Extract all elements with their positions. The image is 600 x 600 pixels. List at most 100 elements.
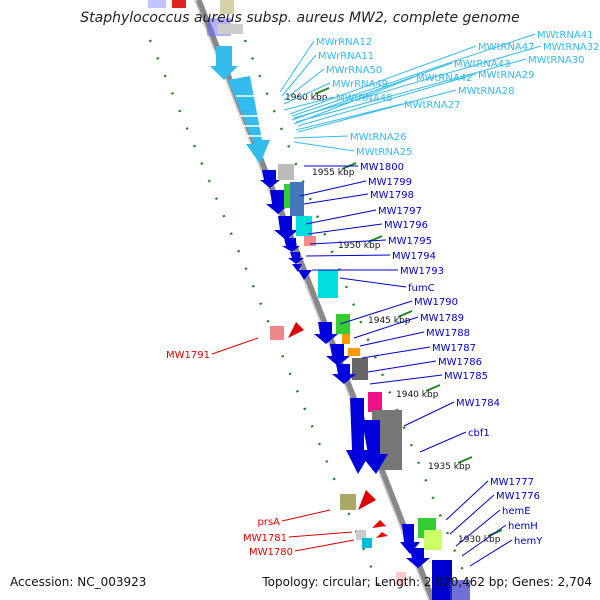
red-arrow-1791 (288, 322, 304, 338)
gene-label-mw1787: MW1787 (432, 343, 476, 354)
gray-box-small (356, 530, 366, 540)
topology-text: Topology: circular; Length: 2,820,462 bp… (262, 575, 592, 589)
trna-label-mwrrna12: MWrRNA12 (316, 37, 372, 48)
pink-box-bottom (396, 572, 406, 586)
gene-arrow-1786 (332, 364, 356, 384)
trna-leader-mwtrna30 (295, 58, 527, 123)
red-gene-leader-mw1791 (211, 337, 259, 355)
top-feature-olive (220, 0, 234, 14)
trna-leader-mwrrna12 (279, 40, 315, 93)
trna-label-mwtrna29: MWtRNA29 (478, 70, 534, 81)
gene-label-mw1793: MW1793 (400, 266, 444, 277)
gene-leader-hemh (461, 524, 507, 557)
red-gene-leader-prsa (281, 509, 331, 522)
kbp-tick-label-1935-kbp: 1935 kbp (428, 462, 471, 472)
leader-line-layer (211, 33, 542, 567)
trna-leader-mwtrna41 (291, 33, 536, 117)
gene-label-mw1794: MW1794 (392, 251, 436, 262)
gene-leader-fumc (339, 277, 407, 288)
gene-box-cyan-2 (318, 270, 338, 298)
trna-label-mwtrna26: MWtRNA26 (350, 132, 406, 143)
trna-label-mwtrna42: MWtRNA42 (416, 73, 472, 84)
kbp-tick-mark-1945-kbp (397, 310, 413, 318)
gene-label-mw1777: MW1777 (490, 477, 534, 488)
gene-box-cyan-1 (296, 216, 312, 236)
gene-leader-mw1795 (309, 239, 387, 245)
gene-label-mw1776: MW1776 (496, 491, 540, 502)
gene-leader-mw1794 (305, 254, 391, 257)
red-feature-group (270, 322, 406, 586)
trna-leader-mwtrna28 (297, 89, 457, 133)
kbp-tick-mark-1940-kbp (425, 384, 441, 392)
trna-leader-mwrrna50 (283, 68, 325, 101)
trna-label-mwtrna32: MWtRNA32 (543, 42, 599, 53)
trna-label-mwrrna49: MWrRNA49 (332, 79, 388, 90)
trna-label-mwtrna25: MWtRNA25 (356, 147, 412, 158)
gene-label-mw1798: MW1798 (370, 190, 414, 201)
map-title: Staphylococcus aureus subsp. aureus MW2,… (80, 10, 520, 26)
gene-label-mw1797: MW1797 (378, 206, 422, 217)
top-feature-red (172, 0, 186, 8)
trna-leader-mwrrna11 (281, 54, 317, 97)
trna-label-mwtrna41: MWtRNA41 (537, 30, 593, 41)
gene-arrow-1800 (260, 170, 280, 188)
gene-leader-mw1784 (403, 401, 455, 427)
trna-leader-mwtrna47 (289, 45, 477, 115)
gene-leader-mw1785 (369, 374, 443, 385)
trna-label-mwtrna43: MWtRNA43 (454, 59, 510, 70)
trna-leader-mwtrna27 (295, 103, 403, 131)
gene-arrow-1777 (400, 524, 420, 554)
trna-leader-mwrrna49 (283, 82, 331, 105)
feature-label-layer: MWrRNA12MWrRNA11MWrRNA50MWrRNA49MWtRNA48… (166, 30, 599, 558)
gene-arrow-1797 (274, 216, 298, 240)
gene-label-hemy: hemY (514, 536, 543, 547)
gene-box-magenta (368, 392, 382, 412)
trna-leader-mwtrna29 (297, 73, 477, 127)
gene-label-mw1789: MW1789 (420, 313, 464, 324)
gene-label-mw1799: MW1799 (368, 177, 412, 188)
red-arrow-1781 (372, 520, 386, 528)
gene-label-cbf1: cbf1 (468, 428, 490, 439)
gene-label-mw1785: MW1785 (444, 371, 488, 382)
gene-label-heme: hemE (502, 506, 531, 517)
cyan-box-small (362, 538, 372, 548)
gene-arrow-fumc (314, 322, 338, 344)
gene-arrow-1795 (288, 252, 304, 264)
red-gene-leader-mw1781 (288, 531, 353, 538)
gene-leader-mw1788 (359, 331, 425, 347)
gene-box-green-2 (336, 314, 350, 334)
gene-label-mw1788: MW1788 (426, 328, 470, 339)
trna-leader-mwtrna32 (293, 45, 542, 119)
trna-leader-mwtrna43 (291, 62, 453, 121)
trna-feature-group (210, 46, 270, 164)
gene-label-mw1786: MW1786 (438, 357, 482, 368)
gene-arrow-1796 (282, 238, 300, 252)
kbp-tick-mark-1960-kbp (314, 87, 330, 95)
gene-arrow-1794 (292, 264, 302, 272)
kbp-tick-label-1930-kbp: 1930 kbp (458, 535, 501, 545)
gene-leader-mw1776 (449, 494, 495, 535)
gene-arrow-cbf1 (360, 420, 388, 474)
trna-label-mwrrna11: MWrRNA11 (318, 51, 374, 62)
top-feature-gray (217, 24, 243, 34)
gene-label-hemh: hemH (508, 521, 538, 532)
gene-label-mw1795: MW1795 (388, 236, 432, 247)
gene-box-lime (424, 530, 442, 550)
trna-arrow-1 (210, 46, 238, 80)
gene-leader-mw1790 (339, 300, 413, 325)
gene-leader-heme (455, 509, 501, 547)
gene-label-mw1790: MW1790 (414, 297, 458, 308)
gene-leader-mw1789 (353, 316, 419, 339)
olive-box-prsa (340, 494, 356, 510)
trna-label-mwtrna27: MWtRNA27 (404, 100, 460, 111)
red-arrow-prsa (358, 490, 376, 510)
gene-leader-mw1798 (303, 193, 369, 205)
trna-label-mwtrna48: MWtRNA48 (336, 93, 392, 104)
trna-leader-mwtrna48 (283, 96, 335, 111)
gene-box-pink (304, 236, 316, 246)
gene-leader-mw1787 (361, 346, 431, 359)
gene-leader-mw1797 (305, 209, 377, 225)
gene-box-1799 (278, 164, 294, 180)
